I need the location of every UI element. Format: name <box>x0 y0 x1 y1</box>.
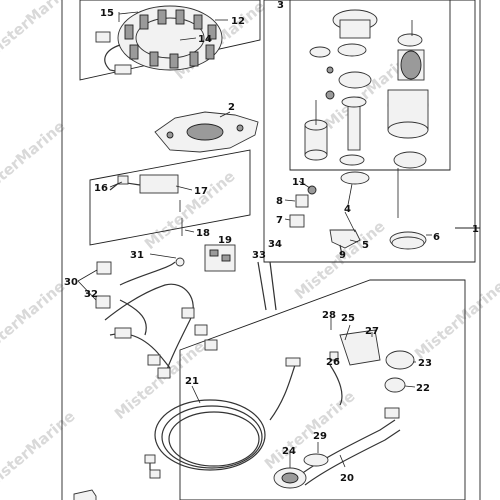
starter-frame <box>263 0 476 263</box>
watermark: MisterMarine <box>0 117 69 203</box>
boot-29 <box>303 453 329 467</box>
stator-assembly <box>95 5 223 75</box>
end-cover <box>393 151 427 169</box>
callout-20: 20 <box>340 473 354 484</box>
connector-32 <box>95 295 111 309</box>
callout-9: 9 <box>339 250 346 261</box>
callout-17: 17 <box>194 186 208 197</box>
stator-poles <box>124 9 217 69</box>
stator-connector <box>95 31 111 43</box>
stator-frame <box>79 0 261 81</box>
callout-25: 25 <box>341 313 355 324</box>
relay-block <box>204 244 236 272</box>
starter-motor <box>304 9 429 218</box>
pinion <box>337 43 367 57</box>
watermark: MisterMarine <box>411 277 500 363</box>
callout-30: 30 <box>64 277 78 288</box>
switch-lead-20 <box>299 419 396 476</box>
washer-22 <box>384 377 406 393</box>
callout-22: 22 <box>416 383 430 394</box>
rectifier-frame <box>89 149 251 246</box>
callout-32: 32 <box>84 289 98 300</box>
callout-12: 12 <box>231 16 245 27</box>
callout-29: 29 <box>313 431 327 442</box>
starter-gear <box>338 71 372 89</box>
callout-15: 15 <box>100 8 114 19</box>
callout-11: 11 <box>292 177 306 188</box>
coiled-cable-21 <box>154 399 266 471</box>
stator-plate-hole <box>186 123 224 141</box>
callout-4: 4 <box>344 204 351 215</box>
callout-26: 26 <box>326 357 340 368</box>
callout-33: 33 <box>252 250 266 261</box>
callout-6: 6 <box>433 232 440 243</box>
watermark: MisterMarine <box>0 0 79 63</box>
grommet-23 <box>385 350 415 370</box>
callout-27: 27 <box>365 326 379 337</box>
callout-23: 23 <box>418 358 432 369</box>
callout-21: 21 <box>185 376 199 387</box>
tie-strap-34 <box>269 261 277 311</box>
stator-plug <box>114 64 132 75</box>
part-8 <box>295 194 309 208</box>
callout-7: 7 <box>276 215 283 226</box>
callout-31: 31 <box>130 250 144 261</box>
callout-3: 3 <box>277 0 284 11</box>
part-7 <box>289 214 305 228</box>
bracket-27 <box>339 329 381 366</box>
callout-28: 28 <box>322 310 336 321</box>
connector-30 <box>96 261 112 275</box>
watermark: MisterMarine <box>0 277 69 363</box>
stator-lead <box>104 44 121 73</box>
callout-14: 14 <box>198 34 212 45</box>
callout-5: 5 <box>362 240 369 251</box>
rectifier-regulator <box>109 174 183 236</box>
callout-8: 8 <box>276 196 283 207</box>
assembly-frames <box>61 0 481 500</box>
callout-34: 34 <box>268 239 282 250</box>
watermark: MisterMarine <box>0 407 79 493</box>
callout-24: 24 <box>282 446 296 457</box>
battery-cable <box>144 318 415 489</box>
starter-inner-frame <box>289 0 451 171</box>
tie-strap-33 <box>257 261 267 311</box>
leader-lines <box>77 11 432 468</box>
callout-19: 19 <box>218 235 232 246</box>
harness-frame <box>179 279 466 500</box>
callout-16: 16 <box>94 183 108 194</box>
book-icon <box>73 489 97 500</box>
callout-2: 2 <box>228 102 235 113</box>
callout-1: 1 <box>472 224 479 235</box>
starter-ring-4 <box>340 171 370 185</box>
starter-shaft <box>347 99 361 151</box>
stator-plate <box>154 111 259 153</box>
callout-18: 18 <box>196 228 210 239</box>
starter-small-parts <box>289 194 427 256</box>
rectifier-body <box>139 174 179 194</box>
relay-parts <box>204 244 277 311</box>
wire-harness <box>95 257 218 379</box>
callout-labels: 1 2 3 4 5 6 7 8 9 11 12 14 15 16 17 18 1… <box>64 0 479 484</box>
cable-clamp <box>329 229 361 249</box>
